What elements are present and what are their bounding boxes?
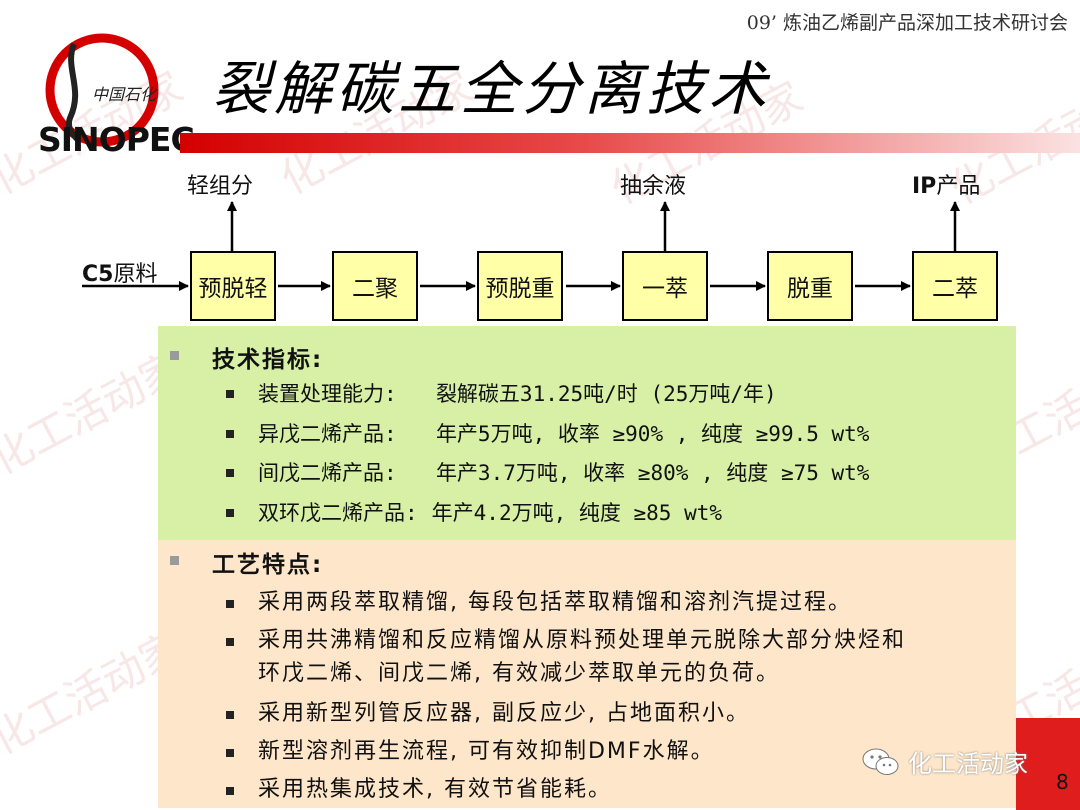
feature-item-continued: 环戊二烯、间戊二烯, 有效减少萃取单元的负荷。 <box>258 661 780 686</box>
footer-accent-block <box>1016 718 1080 810</box>
bullet <box>226 787 234 795</box>
feature-item: 采用新型列管反应器, 副反应少, 占地面积小。 <box>258 701 750 726</box>
process-box: 预脱轻 <box>190 251 276 321</box>
logo-wordmark: SINOPEC <box>38 120 195 159</box>
process-box: 二聚 <box>332 251 418 321</box>
features-heading: 工艺特点: <box>212 552 324 578</box>
sinopec-logo-icon: 中国石化 <box>45 33 159 147</box>
indicators-heading: 技术指标: <box>212 347 324 373</box>
bullet <box>226 430 234 438</box>
process-box: 二萃 <box>912 251 998 321</box>
section-bullet <box>170 351 179 360</box>
wechat-icon <box>862 748 899 775</box>
process-box: 一萃 <box>622 251 708 321</box>
indicator-row: 间戊二烯产品: 年产3.7万吨, 收率 ≥80% , 纯度 ≥75 wt% <box>258 461 870 485</box>
light-components-label: 轻组分 <box>187 174 254 199</box>
bullet <box>226 509 234 517</box>
indicator-row: 异戊二烯产品: 年产5万吨, 收率 ≥90% , 纯度 ≥99.5 wt% <box>258 422 870 446</box>
wechat-account-badge: 化工活动家 <box>862 744 1028 779</box>
page-number: 8 <box>1056 770 1069 794</box>
bullet <box>226 711 234 719</box>
bullet <box>226 638 234 646</box>
bullet <box>226 749 234 757</box>
feature-item: 新型溶剂再生流程, 可有效抑制DMF水解。 <box>258 739 715 764</box>
indicator-row: 装置处理能力: 裂解碳五31.25吨/时 (25万吨/年) <box>258 382 777 406</box>
ip-product-label: IP产品 <box>912 174 981 199</box>
bullet <box>226 600 234 608</box>
page-title: 裂解碳五全分离技术 <box>212 55 771 123</box>
bullet <box>226 390 234 398</box>
indicator-row: 双环戊二烯产品:年产4.2万吨, 纯度 ≥85 wt% <box>258 501 723 525</box>
process-box: 预脱重 <box>477 251 563 321</box>
process-flow-connectors <box>82 201 960 291</box>
indicators-panel <box>158 326 1016 540</box>
bullet <box>226 469 234 477</box>
title-underline-bar <box>180 133 1080 153</box>
feature-item: 采用共沸精馏和反应精馏从原料预处理单元脱除大部分炔烃和 <box>258 628 907 653</box>
process-box: 脱重 <box>767 251 853 321</box>
feature-item: 采用两段萃取精馏, 每段包括萃取精馏和溶剂汽提过程。 <box>258 590 852 615</box>
svg-text:中国石化: 中国石化 <box>92 85 158 104</box>
section-bullet <box>170 556 179 565</box>
feed-label: C5原料 <box>82 262 158 287</box>
conference-title: 09’ 炼油乙烯副产品深加工技术研讨会 <box>746 12 1068 34</box>
raffinate-label: 抽余液 <box>620 174 687 199</box>
feature-item: 采用热集成技术, 有效节省能耗。 <box>258 777 612 802</box>
